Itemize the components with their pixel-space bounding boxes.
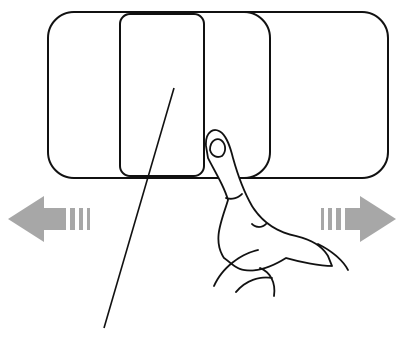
left-arrow-stripe <box>79 208 83 230</box>
left-arrow-head <box>8 196 66 242</box>
right-arrow-head <box>345 196 396 242</box>
right-arrow-stripe <box>321 208 324 230</box>
hand-lower-outline <box>260 268 274 296</box>
center-panel <box>120 14 204 176</box>
right-arrow-stripe <box>336 208 341 230</box>
hand-lower-outline <box>236 278 272 292</box>
right-arrow-stripe <box>328 208 332 230</box>
left-arrow <box>8 196 90 242</box>
left-arrow-stripe <box>87 208 90 230</box>
left-arrow-stripe <box>70 208 75 230</box>
finger-hand-illustration <box>206 130 348 296</box>
fingernail <box>210 139 225 157</box>
right-arrow <box>321 196 396 242</box>
